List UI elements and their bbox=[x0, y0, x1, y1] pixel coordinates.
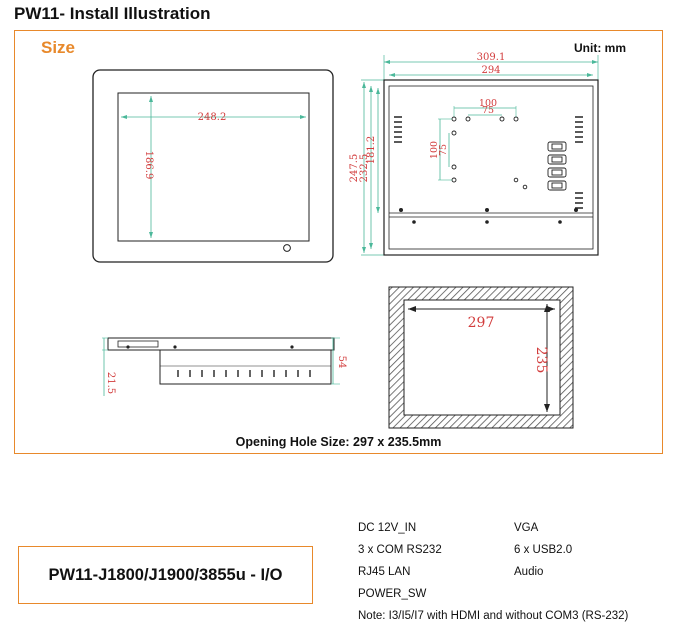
side-view-drawing: 54 21.5 bbox=[102, 337, 347, 396]
io-lan: RJ45 LAN bbox=[358, 566, 411, 578]
size-heading: Size bbox=[41, 38, 76, 57]
page-title: PW11- Install Illustration bbox=[14, 4, 211, 23]
model-label: PW11-J1800/J1900/3855u - I/O bbox=[48, 565, 283, 584]
io-note: Note: I3/I5/I7 with HDMI and without COM… bbox=[358, 610, 629, 622]
io-power-sw: POWER_SW bbox=[358, 588, 427, 600]
io-vga: VGA bbox=[514, 522, 539, 534]
back-inner-height-label: 181.2 bbox=[366, 136, 377, 165]
io-com: 3 x COM RS232 bbox=[358, 544, 442, 556]
side-depth-label: 54 bbox=[336, 356, 347, 369]
front-height-label: 186.9 bbox=[143, 151, 154, 180]
back-mid-height-label: 232.5 bbox=[359, 154, 370, 183]
side-bezel-label: 21.5 bbox=[105, 372, 116, 394]
front-width-label: 248.2 bbox=[198, 112, 227, 123]
io-usb: 6 x USB2.0 bbox=[514, 544, 573, 556]
front-view-drawing: 248.2 186.9 bbox=[92, 69, 334, 263]
back-view-drawing: 309.1 294 247.5 232.5 181.2 bbox=[349, 52, 599, 256]
io-audio: Audio bbox=[514, 566, 544, 578]
vesa-outer-width-label: 100 bbox=[479, 98, 497, 109]
opening-view-drawing: 297 235 bbox=[388, 286, 574, 429]
io-dc-in: DC 12V_IN bbox=[358, 522, 417, 534]
opening-width-label: 297 bbox=[468, 315, 495, 331]
back-inner-width-label: 294 bbox=[481, 65, 500, 76]
opening-height-label: 235 bbox=[533, 347, 549, 374]
model-box: PW11-J1800/J1900/3855u - I/O bbox=[18, 546, 313, 604]
vesa-inner-width-label: 75 bbox=[482, 105, 494, 116]
vesa-inner-height-label: 75 bbox=[438, 144, 449, 156]
back-outer-height-label: 247.5 bbox=[349, 154, 360, 183]
unit-label: Unit: mm bbox=[574, 41, 626, 55]
size-section: Size Unit: mm Opening Hole Size: 297 x 2… bbox=[14, 30, 663, 454]
vesa-outer-height-label: 100 bbox=[429, 141, 440, 159]
back-outer-width-label: 309.1 bbox=[477, 52, 506, 63]
opening-hole-caption: Opening Hole Size: 297 x 235.5mm bbox=[235, 435, 442, 449]
